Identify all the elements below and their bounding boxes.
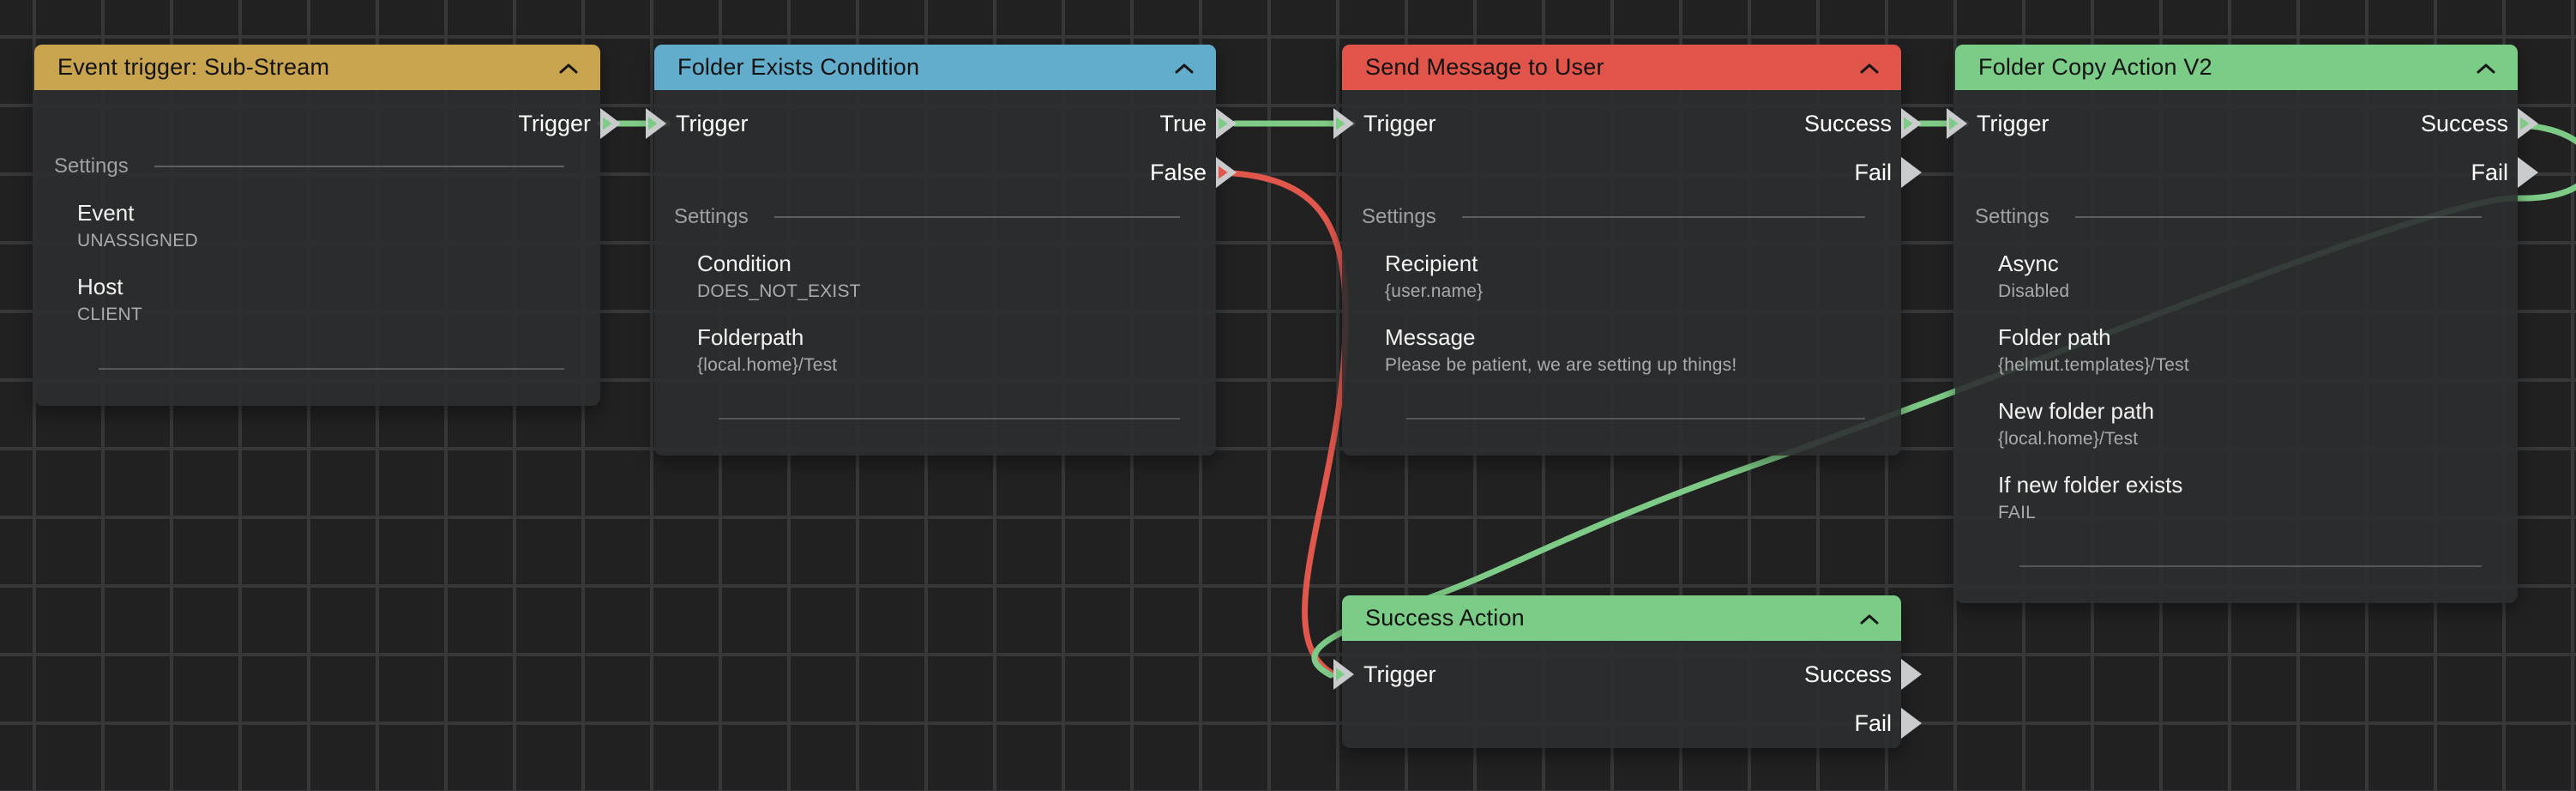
port-arrow-icon bbox=[1901, 659, 1922, 690]
port-arrow-icon bbox=[1216, 108, 1237, 139]
settings-section: Settings Condition DOES_NOT_EXIST Folder… bbox=[674, 205, 1180, 377]
node-title: Success Action bbox=[1365, 605, 1525, 631]
port-fail-out[interactable]: Fail bbox=[1854, 156, 1923, 189]
settings-section: Settings Recipient {user.name} Message P… bbox=[1362, 205, 1865, 377]
setting-async: Async Disabled bbox=[1998, 251, 2070, 301]
setting-folderpath: Folderpath {local.home}/Test bbox=[697, 324, 838, 375]
chevron-up-icon[interactable] bbox=[1860, 63, 1879, 74]
port-arrow-icon bbox=[1901, 108, 1922, 139]
settings-divider bbox=[1461, 216, 1865, 218]
node-header[interactable]: Send Message to User bbox=[1342, 45, 1901, 90]
setting-new-folder-path: New folder path {local.home}/Test bbox=[1998, 398, 2155, 449]
port-false-out[interactable]: False bbox=[1150, 156, 1237, 189]
port-trigger-in[interactable]: Trigger bbox=[645, 107, 749, 140]
node-header[interactable]: Folder Exists Condition bbox=[654, 45, 1216, 90]
settings-title: Settings bbox=[1975, 205, 2049, 228]
port-trigger-in[interactable]: Trigger bbox=[1333, 658, 1436, 691]
settings-section: Settings Event UNASSIGNED Host CLIENT bbox=[54, 154, 564, 326]
node-bottom-divider bbox=[99, 368, 564, 370]
port-success-out[interactable]: Success bbox=[2421, 107, 2539, 140]
node-title: Folder Exists Condition bbox=[677, 54, 920, 80]
port-success-out[interactable]: Success bbox=[1804, 107, 1923, 140]
port-arrow-icon bbox=[1333, 659, 1354, 690]
setting-condition: Condition DOES_NOT_EXIST bbox=[697, 251, 861, 301]
setting-recipient: Recipient {user.name} bbox=[1385, 251, 1484, 301]
settings-divider bbox=[2074, 216, 2482, 218]
port-arrow-icon bbox=[2518, 157, 2538, 188]
port-arrow-icon bbox=[2518, 108, 2538, 139]
chevron-up-icon[interactable] bbox=[2477, 63, 2495, 74]
port-arrow-icon bbox=[1216, 157, 1237, 188]
node-title: Send Message to User bbox=[1365, 54, 1604, 80]
settings-title: Settings bbox=[674, 205, 749, 228]
port-arrow-icon bbox=[1947, 108, 1967, 139]
node-header[interactable]: Folder Copy Action V2 bbox=[1955, 45, 2518, 90]
node-bottom-divider bbox=[719, 418, 1180, 420]
node-send-message-to-user: Send Message to User Trigger Success Fai… bbox=[1333, 45, 1922, 456]
node-event-trigger: Event trigger: Sub-Stream Trigger Settin… bbox=[34, 45, 621, 406]
wire-false-to-successaction[interactable] bbox=[1230, 170, 1349, 676]
node-bottom-divider bbox=[2019, 565, 2482, 567]
port-success-out[interactable]: Success bbox=[1804, 658, 1923, 691]
port-fail-out[interactable]: Fail bbox=[2471, 156, 2539, 189]
node-folder-copy-action-v2: Folder Copy Action V2 Trigger Success Fa… bbox=[1947, 45, 2538, 603]
port-arrow-icon bbox=[1333, 108, 1354, 139]
setting-if-new-folder-exists: If new folder exists FAIL bbox=[1998, 472, 2183, 522]
chevron-up-icon[interactable] bbox=[1860, 613, 1879, 625]
port-trigger-in[interactable]: Trigger bbox=[1946, 107, 2049, 140]
port-trigger-in[interactable]: Trigger bbox=[1333, 107, 1436, 140]
node-header[interactable]: Success Action bbox=[1342, 595, 1901, 641]
node-folder-exists-condition: Folder Exists Condition Trigger True Fal… bbox=[646, 45, 1237, 456]
settings-section: Settings Async Disabled Folder path {hel… bbox=[1975, 205, 2482, 524]
port-arrow-icon bbox=[1901, 708, 1922, 739]
node-header[interactable]: Event trigger: Sub-Stream bbox=[34, 45, 600, 90]
port-arrow-icon bbox=[1901, 157, 1922, 188]
settings-divider bbox=[153, 166, 564, 167]
port-fail-out[interactable]: Fail bbox=[1854, 707, 1923, 740]
node-title: Event trigger: Sub-Stream bbox=[57, 54, 330, 80]
settings-title: Settings bbox=[54, 154, 129, 178]
node-success-action: Success Action Trigger Success Fail bbox=[1333, 595, 1922, 748]
settings-divider bbox=[773, 216, 1180, 218]
port-trigger-out[interactable]: Trigger bbox=[518, 107, 622, 140]
node-bottom-divider bbox=[1406, 418, 1865, 420]
port-true-out[interactable]: True bbox=[1159, 107, 1237, 140]
setting-host: Host CLIENT bbox=[77, 274, 142, 324]
chevron-up-icon[interactable] bbox=[559, 63, 578, 74]
node-title: Folder Copy Action V2 bbox=[1978, 54, 2212, 80]
port-arrow-icon bbox=[600, 108, 621, 139]
port-arrow-icon bbox=[646, 108, 666, 139]
setting-message: Message Please be patient, we are settin… bbox=[1385, 324, 1737, 375]
setting-folder-path: Folder path {helmut.templates}/Test bbox=[1998, 324, 2189, 375]
setting-event: Event UNASSIGNED bbox=[77, 200, 198, 251]
chevron-up-icon[interactable] bbox=[1175, 63, 1194, 74]
settings-title: Settings bbox=[1362, 205, 1436, 228]
